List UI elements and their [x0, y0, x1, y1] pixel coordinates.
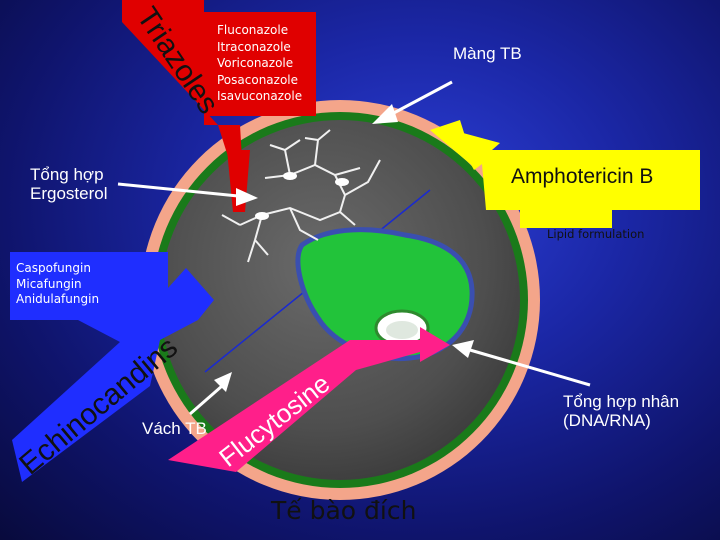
nucleolus-core	[386, 321, 418, 339]
triazole-drug: Isavuconazole	[217, 88, 302, 105]
target-cell-label: Tế bào đích	[271, 496, 416, 525]
triazole-drug: Itraconazole	[217, 39, 302, 56]
echinocandins-label: Echinocandins	[13, 331, 184, 482]
triazole-drug: Voriconazole	[217, 55, 302, 72]
amphotericin-label: Amphotericin B	[511, 165, 653, 189]
nucleic-label-line: Tổng hợp nhân	[563, 392, 679, 411]
triazole-drug: Posaconazole	[217, 72, 302, 89]
nucleic-synthesis-label: Tổng hợp nhân (DNA/RNA)	[563, 392, 679, 430]
echinocandin-drug: Micafungin	[16, 277, 99, 293]
triazoles-drug-list: Fluconazole Itraconazole Voriconazole Po…	[217, 22, 302, 105]
cell-wall-label: Vách TB	[142, 419, 207, 438]
echinocandins-drug-list: Caspofungin Micafungin Anidulafungin	[16, 261, 99, 308]
ergosterol-label: Tổng hợp Ergosterol	[30, 165, 107, 203]
echinocandin-drug: Anidulafungin	[16, 292, 99, 308]
nucleic-label-line: (DNA/RNA)	[563, 411, 679, 430]
triazole-drug: Fluconazole	[217, 22, 302, 39]
echinocandin-drug: Caspofungin	[16, 261, 99, 277]
ergosterol-label-line: Ergosterol	[30, 184, 107, 203]
membrane-label: Màng TB	[453, 44, 522, 63]
lipid-formulation-label: Lipid formulation	[547, 227, 644, 241]
ergosterol-label-line: Tổng hợp	[30, 165, 107, 184]
